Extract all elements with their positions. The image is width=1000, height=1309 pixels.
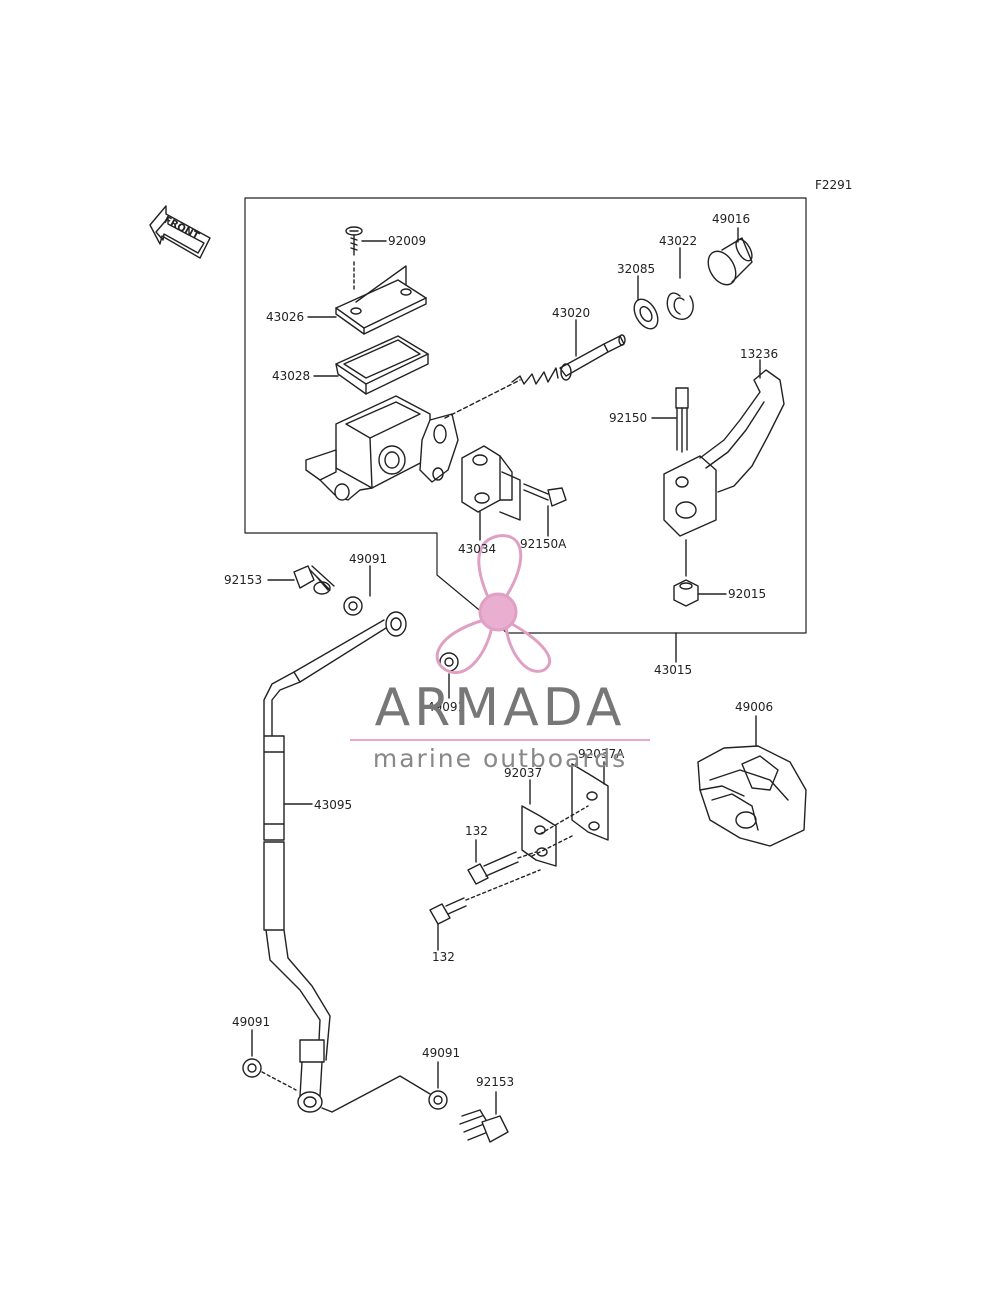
holder-43034 <box>461 445 513 513</box>
callout-92150: 92150 <box>609 411 648 425</box>
callout-32085: 32085 <box>617 262 656 276</box>
callout-49091-d: 49091 <box>422 1046 461 1060</box>
clamp-92037A <box>571 763 609 841</box>
watermark-brand: ARMADA <box>374 678 626 738</box>
callout-132-b: 132 <box>432 950 455 964</box>
callout-13236: 13236 <box>740 347 779 361</box>
callout-92153-bottom: 92153 <box>476 1075 515 1089</box>
pivot-bolt-92150 <box>675 387 689 453</box>
washer-49091-b <box>439 652 459 672</box>
watermark-tagline: marine outboards <box>372 744 628 773</box>
callout-92015: 92015 <box>728 587 767 601</box>
brake-hose-43095 <box>263 611 407 1113</box>
circlip-43022 <box>666 292 694 320</box>
cover-49006 <box>697 745 807 847</box>
callout-49091-b: 49091 <box>427 700 466 714</box>
banjo-bolt-92153-bottom <box>459 1109 509 1143</box>
bolt-132-b <box>429 897 467 925</box>
watermark-rule <box>350 739 650 741</box>
bolt-92150A <box>523 483 567 507</box>
front-arrow-icon <box>149 205 211 259</box>
callout-92009: 92009 <box>388 234 427 248</box>
callout-43015: 43015 <box>654 663 693 677</box>
watermark-propeller-logo <box>435 534 552 674</box>
reservoir-cap-43026 <box>335 279 427 335</box>
callout-43034: 43034 <box>458 542 497 556</box>
lever-13236 <box>663 369 785 537</box>
callout-43028: 43028 <box>272 369 311 383</box>
callout-49006: 49006 <box>735 700 774 714</box>
callout-43020: 43020 <box>552 306 591 320</box>
callout-92037: 92037 <box>504 766 543 780</box>
washer-49091-c <box>242 1058 262 1078</box>
boot-49016 <box>707 237 753 286</box>
callout-43095: 43095 <box>314 798 353 812</box>
piston-43020 <box>511 334 626 385</box>
callout-49091-a: 49091 <box>349 552 388 566</box>
diaphragm-43028 <box>335 335 429 395</box>
callout-132-a: 132 <box>465 824 488 838</box>
washer-49091-a <box>343 596 363 616</box>
figure-code: F2291 <box>815 178 853 192</box>
callout-92037A: 92037A <box>578 747 625 761</box>
bolt-132-a <box>467 851 519 885</box>
washer-49091-d <box>428 1090 448 1110</box>
master-cylinder-body <box>305 395 459 501</box>
callout-92153-top: 92153 <box>224 573 263 587</box>
assembly-frame <box>244 197 807 634</box>
callout-49016: 49016 <box>712 212 751 226</box>
callout-92150A: 92150A <box>520 537 567 551</box>
clamp-92037 <box>521 805 557 867</box>
washer-32085 <box>633 298 659 330</box>
callout-43026: 43026 <box>266 310 305 324</box>
callout-43022: 43022 <box>659 234 698 248</box>
screw-92009 <box>345 226 363 256</box>
banjo-bolt-92153-top <box>293 565 335 595</box>
callout-49091-c: 49091 <box>232 1015 271 1029</box>
nut-92015 <box>673 579 699 607</box>
